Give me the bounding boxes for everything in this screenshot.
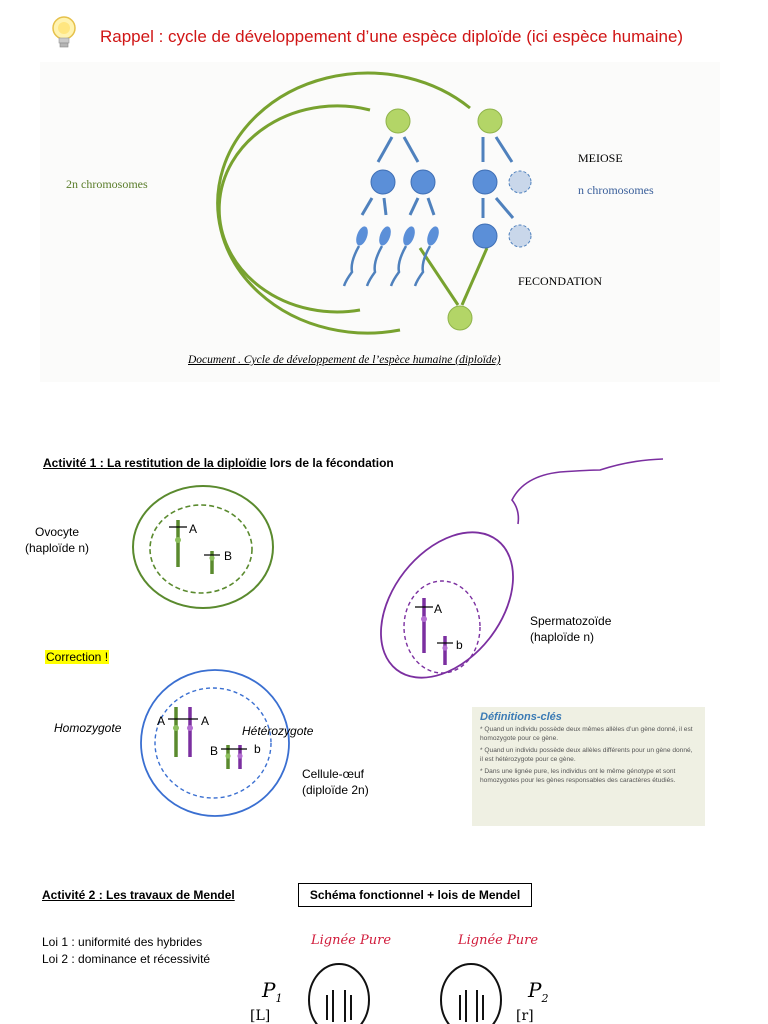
germ-cell-male xyxy=(385,108,411,134)
loi-1: Loi 1 : uniformité des hybrides xyxy=(42,935,203,949)
activity1-heading: Activité 1 : La restitution de la diploï… xyxy=(43,456,394,470)
allele-b-label: b xyxy=(456,638,463,652)
page-title: Rappel : cycle de développement d’une es… xyxy=(100,27,684,46)
oocyte-cell xyxy=(472,169,498,195)
label-meiose: MEIOSE xyxy=(578,151,623,165)
outer-cycle-arc xyxy=(216,71,471,335)
spermatocyte-cell xyxy=(410,169,436,195)
p2-label: P2 xyxy=(528,978,548,1005)
loi-2: Loi 2 : dominance et récessivité xyxy=(42,952,211,966)
definition-item: * Quand un individu possède deux mêmes a… xyxy=(480,726,693,743)
allele-b-label: B xyxy=(210,744,219,758)
cellule-oeuf-label: Cellule-œuf (diploïde 2n) xyxy=(302,767,369,797)
activity1-heading-underlined: Activité 1 : La restitution de la diploï… xyxy=(43,456,267,470)
allele-a-label: A xyxy=(201,714,210,728)
label-n-chromosomes: n chromosomes xyxy=(578,183,654,197)
lois-list: Loi 1 : uniformité des hybrides Loi 2 : … xyxy=(42,934,210,968)
document-caption: Document . Cycle de développement de l’e… xyxy=(188,354,501,366)
homozygote-label: Homozygote xyxy=(54,721,122,735)
germ-cell-female xyxy=(477,108,503,134)
lignee-pure-1: Lignée Pure xyxy=(311,933,392,948)
spermatocyte-cell xyxy=(370,169,396,195)
p2-letter: P xyxy=(528,978,542,1002)
definitions-title: Définitions-clés xyxy=(480,711,562,723)
schema-fonctionnel-box: Schéma fonctionnel + lois de Mendel xyxy=(298,883,532,907)
inner-cycle-arc xyxy=(217,104,371,314)
fecondation-line-right xyxy=(460,247,489,306)
label-2n-chromosomes: 2n chromosomes xyxy=(66,177,148,191)
lignee-pure-2: Lignée Pure xyxy=(458,933,539,948)
definition-item: * Dans une lignée pure, les individus on… xyxy=(480,767,676,785)
definition-item: * Quand un individu possède deux allèles… xyxy=(480,746,693,764)
cellule-oeuf-drawing xyxy=(140,669,290,817)
allele-a-label: A xyxy=(434,602,443,616)
spermatozoa-group xyxy=(342,226,439,287)
activity2-heading: Activité 2 : Les travaux de Mendel xyxy=(42,888,235,902)
heterozygote-label: Hétérozygote xyxy=(242,724,314,738)
genotype-2: [r] xyxy=(516,1008,534,1024)
polar-body xyxy=(508,224,532,248)
spermatozoide-drawing xyxy=(380,458,664,679)
genotype-1: [L] xyxy=(250,1008,271,1024)
lightbulb-icon xyxy=(52,16,76,48)
allele-b-label: B xyxy=(224,549,233,563)
allele-a-label: A xyxy=(157,714,166,728)
zygote-cell xyxy=(447,305,473,331)
label-fecondation: FECONDATION xyxy=(518,274,602,288)
definitions-box: Définitions-clés * Quand un individu pos… xyxy=(472,707,705,826)
p1-letter: P xyxy=(262,978,276,1002)
ovocyte-label: Ovocyte (haploïde n) xyxy=(25,525,90,555)
life-cycle-diagram xyxy=(216,71,532,335)
spermatozoide-label: Spermatozoïde (haploïde n) xyxy=(530,614,612,644)
diagram-panel xyxy=(40,62,720,382)
ovocyte-cell-drawing xyxy=(132,485,274,609)
p1-label: P1 xyxy=(262,978,282,1005)
allele-b-label: b xyxy=(254,742,261,756)
polar-body xyxy=(508,170,532,194)
p2-subscript: 2 xyxy=(541,992,549,1005)
activity1-heading-rest: lors de la fécondation xyxy=(266,456,394,470)
allele-a-label: A xyxy=(189,522,198,536)
p1-subscript: 1 xyxy=(275,992,283,1005)
ovule-cell xyxy=(472,223,498,249)
correction-highlight: Correction ! xyxy=(45,650,110,664)
fecondation-line-left xyxy=(418,247,460,306)
handwritten-scheme xyxy=(308,963,502,1024)
